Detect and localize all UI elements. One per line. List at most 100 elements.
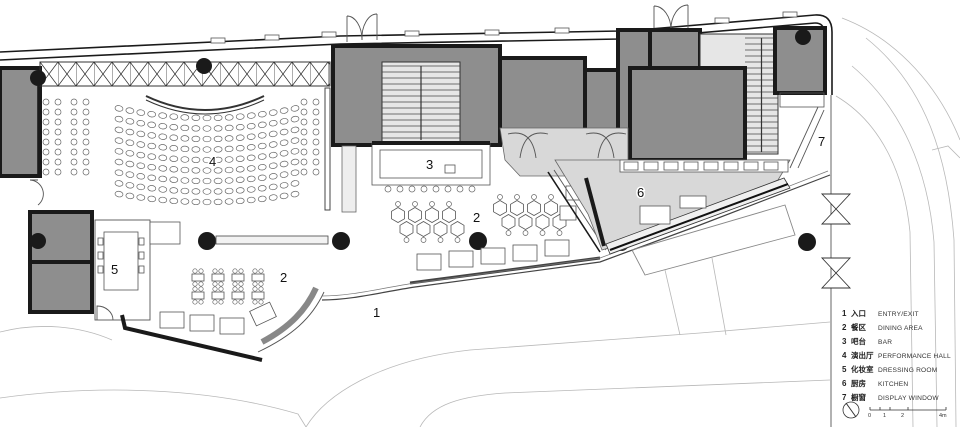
seat (70, 138, 78, 146)
chair (198, 268, 204, 274)
seat (158, 186, 168, 193)
seat (180, 166, 190, 174)
hex-table (535, 214, 550, 230)
seat (279, 139, 289, 146)
chair (97, 265, 104, 274)
seat (70, 118, 78, 126)
stage-edge-inner (145, 99, 265, 115)
door-swing (507, 132, 537, 159)
hex-table (510, 200, 524, 216)
seat (290, 180, 300, 187)
seat (42, 168, 50, 176)
seat (224, 135, 234, 142)
chair (212, 299, 218, 305)
seat (70, 128, 78, 136)
seat (300, 118, 308, 126)
appliance (643, 161, 659, 171)
hex-table (442, 207, 456, 223)
kitchen (554, 159, 796, 336)
chair (252, 281, 258, 287)
seat (202, 146, 212, 153)
column (798, 233, 816, 251)
seat (180, 135, 190, 142)
seat (235, 166, 245, 173)
exterior-corner-outer (814, 14, 833, 95)
seat (169, 155, 179, 162)
seat (246, 112, 256, 119)
chair (232, 299, 238, 305)
seat (169, 134, 179, 141)
bar-stool (420, 185, 428, 193)
seat (125, 139, 135, 146)
bar-stool (468, 185, 476, 193)
banquette (448, 250, 474, 268)
glazing-line (321, 174, 831, 301)
seat (114, 190, 124, 198)
site-line (865, 37, 957, 427)
hex-table (433, 221, 448, 237)
seat (213, 146, 223, 153)
seat (268, 162, 278, 169)
seat (213, 135, 223, 143)
seat (268, 141, 278, 148)
hex-table (518, 214, 533, 230)
seat (191, 125, 201, 132)
seat (202, 198, 212, 206)
curved-banquette (260, 286, 319, 345)
column (795, 29, 811, 45)
hex-table (527, 200, 541, 216)
seat (279, 128, 289, 136)
chair (548, 194, 554, 200)
seat (136, 130, 146, 138)
seat (235, 113, 245, 120)
seat (42, 138, 50, 146)
chair (420, 237, 427, 243)
seat (114, 158, 124, 166)
window (210, 37, 226, 44)
site-line (0, 326, 113, 341)
seat (213, 125, 223, 132)
north-arrow-needle (845, 402, 857, 418)
chair (539, 230, 546, 236)
seat (125, 160, 135, 168)
bar-stools (384, 185, 476, 193)
seat (169, 176, 179, 183)
seat (213, 198, 223, 206)
seat (290, 105, 300, 112)
seat (169, 166, 179, 173)
seat (125, 118, 135, 125)
seat (235, 155, 245, 162)
chair (238, 281, 244, 287)
door-swing (670, 4, 689, 31)
chair (218, 268, 224, 274)
chair (212, 286, 218, 292)
chair (192, 299, 198, 305)
chair (138, 265, 145, 274)
seat (82, 98, 90, 106)
seat (136, 173, 146, 180)
label-display-window: 7 (818, 134, 825, 149)
seat (136, 162, 146, 169)
bar-stool (444, 185, 452, 193)
legend-en: DINING AREA (878, 325, 923, 332)
chair (238, 268, 244, 274)
legend-zh: 橱窗 (850, 392, 866, 402)
legend-item-bar: 3 吧台 BAR (842, 336, 892, 346)
seat (169, 187, 179, 194)
label-performance-hall: 4 (209, 154, 216, 169)
door-swing (519, 132, 549, 159)
seat (82, 108, 90, 116)
seat (246, 196, 256, 204)
seat (300, 108, 308, 116)
seat (300, 168, 308, 176)
seat (169, 145, 179, 152)
seat (279, 107, 289, 114)
seat (114, 148, 124, 155)
seat (180, 198, 190, 205)
seat (224, 187, 234, 195)
seat (180, 114, 190, 121)
seat (224, 156, 234, 163)
legend-en: KITCHEN (878, 381, 908, 388)
seat (246, 175, 256, 183)
legend-item-display-window: 7 橱窗 DISPLAY WINDOW (842, 392, 939, 402)
